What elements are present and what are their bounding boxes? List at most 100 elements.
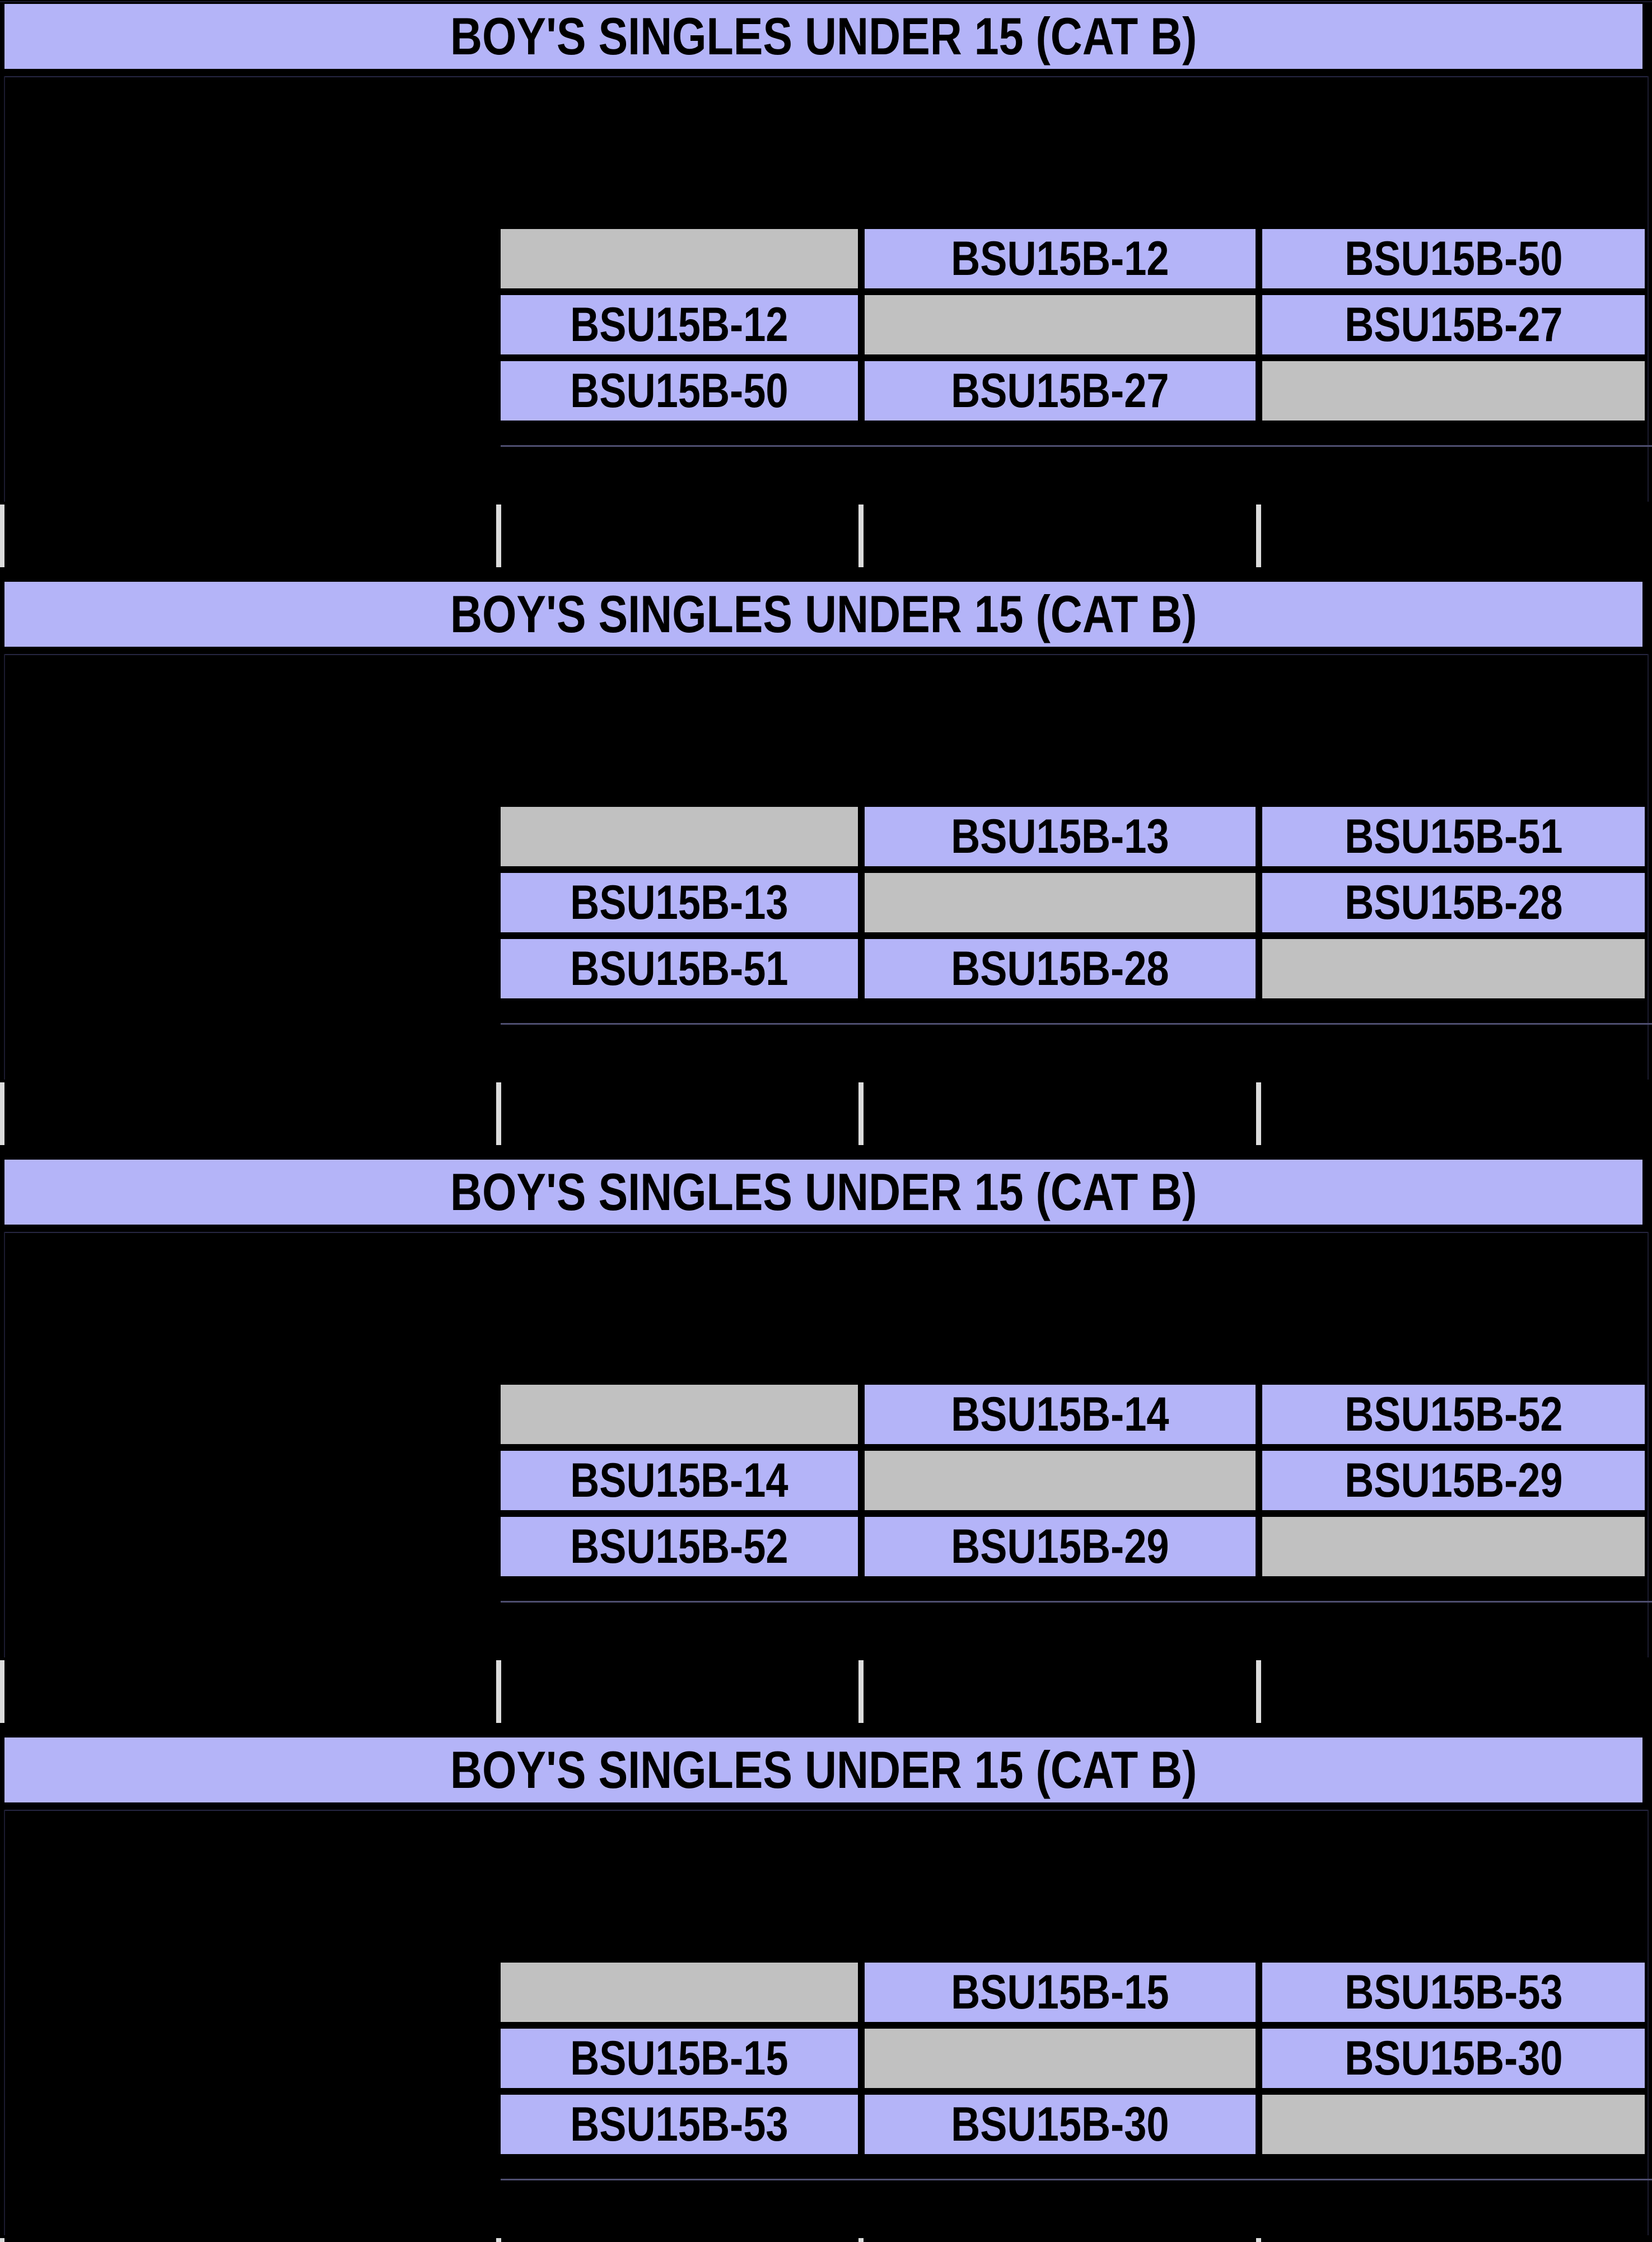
section-title-bar: BOY'S SINGLES UNDER 15 (CAT B): [4, 1160, 1642, 1225]
hairline: [4, 1810, 5, 2235]
hairline: [4, 1810, 1649, 1811]
hairline: [1648, 654, 1649, 1080]
hairline: [4, 654, 1649, 655]
category-section-3: BOY'S SINGLES UNDER 15 (CAT B) BSU15B-14…: [0, 1160, 1652, 1737]
section-title: BOY'S SINGLES UNDER 15 (CAT B): [450, 1740, 1197, 1799]
match-code: BSU15B-15: [570, 2031, 788, 2085]
hairline: [4, 76, 1649, 77]
hairline: [4, 76, 5, 502]
hairline: [4, 654, 5, 1080]
match-cell: BSU15B-15: [501, 2029, 858, 2088]
match-cell: BSU15B-15: [865, 1963, 1256, 2022]
match-code: BSU15B-15: [951, 1965, 1169, 2019]
match-cell: BSU15B-29: [1262, 1451, 1645, 1510]
hairline: [1648, 76, 1649, 502]
match-cell: BSU15B-29: [865, 1517, 1256, 1576]
diagonal-cell: [501, 807, 858, 866]
match-cell: BSU15B-51: [501, 939, 858, 998]
match-cell: BSU15B-14: [865, 1385, 1256, 1444]
match-cell: BSU15B-50: [1262, 229, 1645, 288]
match-cell: BSU15B-53: [501, 2095, 858, 2154]
match-code: BSU15B-28: [1344, 875, 1563, 930]
match-cell: BSU15B-13: [501, 873, 858, 932]
grid-tick: [858, 2238, 864, 2242]
table-underline: [501, 2179, 1652, 2180]
diagonal-cell: [1262, 361, 1645, 421]
match-code: BSU15B-12: [570, 297, 788, 352]
match-code: BSU15B-50: [570, 363, 788, 418]
match-cell: BSU15B-12: [501, 295, 858, 354]
page-top-hairline: [0, 1, 1652, 2]
grid-tick: [496, 2238, 501, 2242]
grid-tick: [1256, 2238, 1261, 2242]
match-code: BSU15B-30: [951, 2097, 1169, 2151]
grid-tick: [0, 1660, 4, 1723]
category-section-2: BOY'S SINGLES UNDER 15 (CAT B) BSU15B-13…: [0, 582, 1652, 1160]
diagonal-cell: [1262, 2095, 1645, 2154]
match-code: BSU15B-52: [1344, 1387, 1563, 1441]
section-title: BOY'S SINGLES UNDER 15 (CAT B): [450, 585, 1197, 643]
category-section-1: BOY'S SINGLES UNDER 15 (CAT B) BSU15B-12…: [0, 4, 1652, 582]
match-code: BSU15B-27: [1344, 297, 1563, 352]
grid-tick: [496, 1660, 501, 1723]
match-code: BSU15B-53: [1344, 1965, 1563, 2019]
section-title-bar: BOY'S SINGLES UNDER 15 (CAT B): [4, 4, 1642, 69]
diagonal-cell: [865, 2029, 1256, 2088]
match-code: BSU15B-27: [951, 363, 1169, 418]
grid-tick: [0, 505, 4, 567]
grid-tick: [858, 505, 864, 567]
match-cell: BSU15B-51: [1262, 807, 1645, 866]
hairline: [4, 1232, 5, 1657]
table-underline: [501, 1023, 1652, 1025]
match-code: BSU15B-29: [1344, 1453, 1563, 1507]
grid-tick: [496, 1082, 501, 1145]
match-code: BSU15B-14: [951, 1387, 1169, 1441]
match-cell: BSU15B-12: [865, 229, 1256, 288]
match-cell: BSU15B-50: [501, 361, 858, 421]
grid-tick: [0, 1082, 4, 1145]
diagonal-cell: [1262, 939, 1645, 998]
match-code: BSU15B-51: [1344, 809, 1563, 863]
table-underline: [501, 445, 1652, 447]
diagonal-cell: [501, 1385, 858, 1444]
section-title-bar: BOY'S SINGLES UNDER 15 (CAT B): [4, 1737, 1642, 1802]
match-cell: BSU15B-14: [501, 1451, 858, 1510]
match-code: BSU15B-12: [951, 231, 1169, 286]
grid-tick: [858, 1660, 864, 1723]
match-cell: BSU15B-27: [865, 361, 1256, 421]
match-cell: BSU15B-13: [865, 807, 1256, 866]
match-code: BSU15B-51: [570, 941, 788, 996]
match-cell: BSU15B-30: [865, 2095, 1256, 2154]
grid-tick: [858, 1082, 864, 1145]
match-code: BSU15B-30: [1344, 2031, 1563, 2085]
match-code: BSU15B-29: [951, 1519, 1169, 1573]
match-cell: BSU15B-52: [1262, 1385, 1645, 1444]
category-section-4: BOY'S SINGLES UNDER 15 (CAT B) BSU15B-15…: [0, 1737, 1652, 2242]
grid-tick: [1256, 1082, 1261, 1145]
diagonal-cell: [865, 1451, 1256, 1510]
match-cell: BSU15B-30: [1262, 2029, 1645, 2088]
diagonal-cell: [501, 229, 858, 288]
diagonal-cell: [501, 1963, 858, 2022]
hairline: [1648, 1232, 1649, 1657]
diagonal-cell: [865, 873, 1256, 932]
grid-tick: [1256, 505, 1261, 567]
grid-tick: [0, 2238, 4, 2242]
match-cell: BSU15B-28: [1262, 873, 1645, 932]
match-cell: BSU15B-27: [1262, 295, 1645, 354]
section-title: BOY'S SINGLES UNDER 15 (CAT B): [450, 7, 1197, 66]
match-code: BSU15B-50: [1344, 231, 1563, 286]
diagonal-cell: [865, 295, 1256, 354]
section-title-bar: BOY'S SINGLES UNDER 15 (CAT B): [4, 582, 1642, 647]
match-code: BSU15B-52: [570, 1519, 788, 1573]
match-cell: BSU15B-53: [1262, 1963, 1645, 2022]
match-code: BSU15B-13: [951, 809, 1169, 863]
table-underline: [501, 1601, 1652, 1603]
match-code: BSU15B-14: [570, 1453, 788, 1507]
section-title: BOY'S SINGLES UNDER 15 (CAT B): [450, 1162, 1197, 1221]
hairline: [4, 1232, 1649, 1233]
match-code: BSU15B-53: [570, 2097, 788, 2151]
match-code: BSU15B-28: [951, 941, 1169, 996]
hairline: [1648, 1810, 1649, 2235]
diagonal-cell: [1262, 1517, 1645, 1576]
